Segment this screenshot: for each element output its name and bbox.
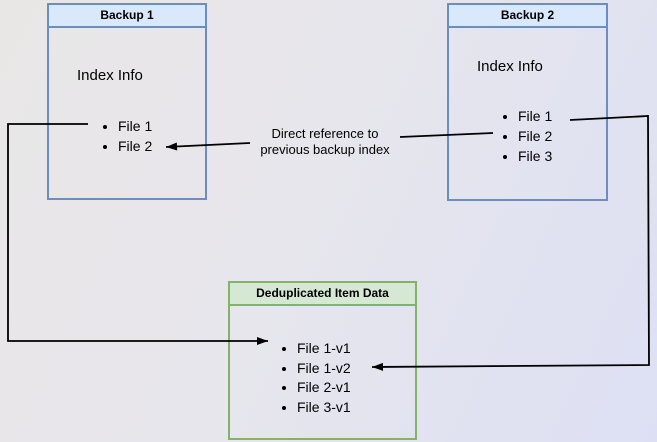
- list-item: File 1: [518, 106, 552, 126]
- list-item: File 3: [518, 146, 552, 166]
- deduplicated-item-data-header: Deduplicated Item Data: [230, 283, 415, 306]
- list-item: File 3-v1: [297, 398, 351, 418]
- deduplicated-item-data-box: Deduplicated Item Data File 1-v1File 1-v…: [228, 281, 417, 440]
- list-item: File 2: [118, 136, 152, 156]
- list-item: File 1-v1: [297, 339, 351, 359]
- backup2-box: Backup 2 Index Info File 1File 2File 3: [447, 3, 608, 201]
- backup1-header: Backup 1: [49, 5, 205, 28]
- list-item: File 2: [518, 126, 552, 146]
- backup2-index-info-label: Index Info: [477, 58, 543, 75]
- list-item: File 2-v1: [297, 378, 351, 398]
- direct-reference-label: Direct reference to previous backup inde…: [249, 126, 401, 158]
- list-item: File 1-v2: [297, 359, 351, 379]
- list-item: File 1: [118, 116, 152, 136]
- backup2-file-list: File 1File 2File 3: [498, 106, 552, 166]
- backup1-box: Backup 1 Index Info File 1File 2: [47, 3, 207, 200]
- direct-reference-label-line2: previous backup index: [260, 142, 390, 157]
- dedup-file-list: File 1-v1File 1-v2File 2-v1File 3-v1: [277, 339, 351, 417]
- backup2-header: Backup 2: [449, 5, 606, 28]
- direct-reference-label-line1: Direct reference to: [271, 126, 379, 141]
- backup1-file-list: File 1File 2: [98, 116, 152, 156]
- backup1-index-info-label: Index Info: [77, 67, 143, 84]
